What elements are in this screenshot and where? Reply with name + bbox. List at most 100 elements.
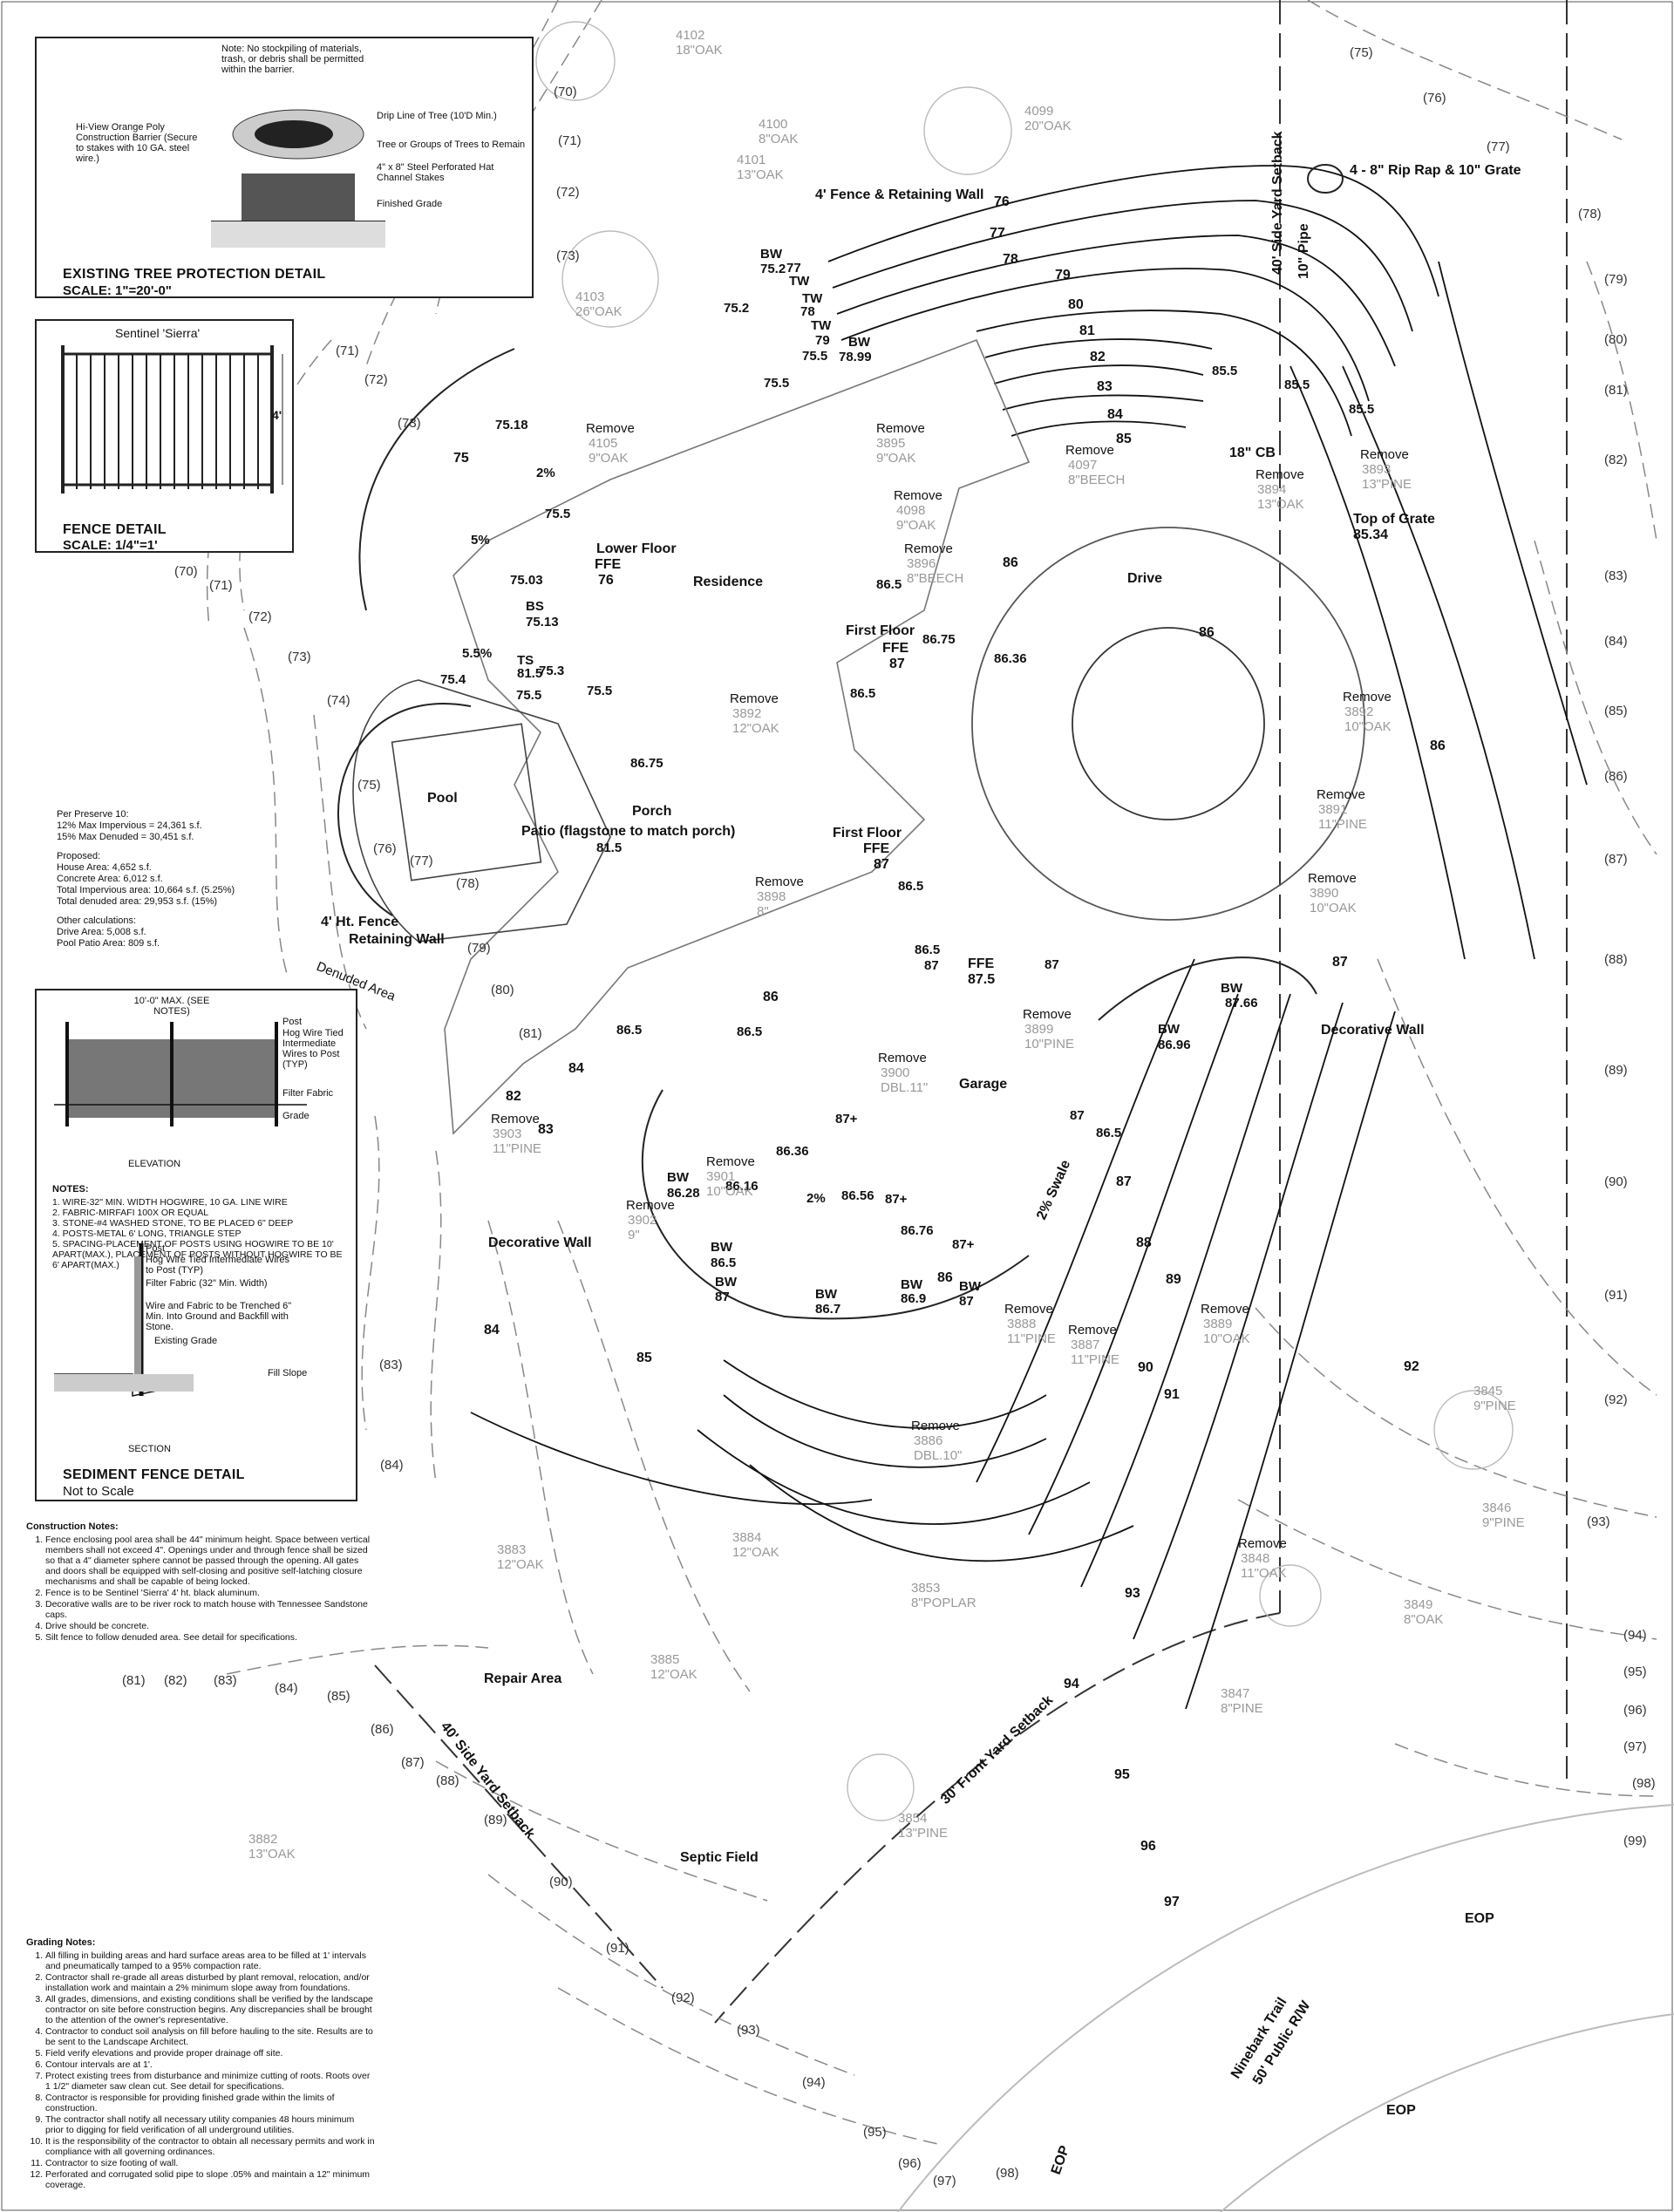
sediment-notes-title: NOTES: — [52, 1184, 89, 1194]
svg-text:75.5: 75.5 — [516, 688, 541, 703]
svg-text:3848: 3848 — [1241, 1551, 1269, 1566]
sediment-detail-title: SEDIMENT FENCE DETAIL — [63, 1467, 245, 1482]
svg-text:BW: BW — [1221, 981, 1243, 996]
sediment-elevation-drawing — [54, 1022, 307, 1126]
svg-text:BW: BW — [715, 1275, 738, 1290]
svg-text:(97): (97) — [933, 2174, 956, 2188]
calc-concrete-area: Concrete Area: 6,012 s.f. — [57, 874, 163, 884]
svg-text:(72): (72) — [556, 185, 580, 200]
svg-text:Remove: Remove — [911, 1419, 960, 1433]
svg-text:(82): (82) — [164, 1673, 187, 1688]
residence-outline — [444, 338, 1031, 1135]
svg-text:8"OAK: 8"OAK — [759, 132, 798, 146]
svg-text:8"PINE: 8"PINE — [1221, 1701, 1263, 1716]
sediment-section-fill: Fill Slope — [268, 1368, 308, 1378]
svg-text:87+: 87+ — [885, 1192, 908, 1207]
existing-contours — [206, 0, 1657, 2146]
svg-text:(93): (93) — [1587, 1514, 1610, 1529]
svg-text:(75): (75) — [1350, 45, 1373, 60]
label-eop-2: EOP — [1049, 2143, 1073, 2176]
sediment-note-3: 3. STONE-#4 WASHED STONE, TO BE PLACED 6… — [52, 1218, 294, 1229]
svg-text:(79): (79) — [1604, 272, 1628, 287]
svg-text:78: 78 — [1003, 252, 1018, 267]
svg-text:BW: BW — [901, 1277, 923, 1292]
label-first-ffe-2: FFE — [863, 841, 890, 856]
svg-text:9"OAK: 9"OAK — [896, 518, 936, 533]
svg-text:12"OAK: 12"OAK — [650, 1667, 698, 1682]
svg-text:(81): (81) — [1604, 383, 1628, 398]
sediment-label-post: Post — [282, 1017, 303, 1027]
road-eop-north — [897, 1804, 1674, 2212]
svg-text:(92): (92) — [671, 1991, 695, 2005]
svg-text:8"BEECH: 8"BEECH — [1068, 473, 1125, 487]
grading-notes: Grading Notes: All filling in building a… — [26, 1937, 375, 2191]
svg-text:12"OAK: 12"OAK — [497, 1557, 544, 1572]
sediment-section-title: SECTION — [128, 1444, 171, 1454]
svg-text:Remove: Remove — [1343, 690, 1392, 704]
svg-text:86.56: 86.56 — [841, 1188, 874, 1203]
svg-text:(96): (96) — [898, 2156, 922, 2171]
svg-text:9"PINE: 9"PINE — [1482, 1515, 1525, 1530]
svg-text:Remove: Remove — [1317, 787, 1365, 802]
svg-text:10"OAK: 10"OAK — [1203, 1331, 1250, 1346]
svg-text:75.5: 75.5 — [802, 349, 827, 364]
svg-text:BW: BW — [959, 1279, 982, 1294]
svg-text:3845: 3845 — [1473, 1384, 1502, 1399]
svg-text:(78): (78) — [1578, 207, 1602, 221]
svg-text:BW: BW — [667, 1170, 690, 1185]
decorative-wall-east — [1098, 956, 1317, 1021]
svg-text:10"OAK: 10"OAK — [1344, 719, 1392, 734]
grading-note-3: All grades, dimensions, and existing con… — [45, 1994, 375, 2025]
svg-text:3849: 3849 — [1404, 1597, 1432, 1612]
svg-text:3846: 3846 — [1482, 1501, 1511, 1515]
label-catch-basin: 18" CB — [1229, 446, 1276, 460]
calc-proposed-title: Proposed: — [57, 851, 101, 861]
svg-text:75.03: 75.03 — [510, 573, 543, 588]
svg-text:12"OAK: 12"OAK — [732, 1545, 779, 1560]
svg-text:(89): (89) — [1604, 1063, 1628, 1078]
sediment-note-2: 2. FABRIC-MIRFAFI 100X OR EQUAL — [52, 1208, 209, 1218]
svg-text:TS: TS — [517, 653, 534, 668]
svg-text:(90): (90) — [1604, 1174, 1628, 1189]
tree-protection-barrier-label: Hi-View Orange Poly Construction Barrier… — [76, 122, 198, 164]
svg-text:87: 87 — [1116, 1174, 1132, 1189]
existing-contour-numbers: (75)(76)(77) (78)(79)(80) (81)(82)(83) (… — [122, 45, 1656, 2188]
svg-text:86.36: 86.36 — [994, 651, 1027, 666]
svg-text:11"PINE: 11"PINE — [493, 1141, 541, 1156]
svg-text:3883: 3883 — [497, 1542, 526, 1557]
svg-text:86.75: 86.75 — [922, 632, 956, 647]
svg-text:DBL.11": DBL.11" — [881, 1080, 928, 1095]
svg-text:12"OAK: 12"OAK — [732, 721, 779, 736]
svg-text:(76): (76) — [373, 841, 397, 856]
svg-text:(73): (73) — [556, 248, 580, 263]
svg-text:75.5: 75.5 — [764, 376, 789, 391]
label-first-ffe-2-value: 87 — [874, 857, 889, 872]
svg-text:75.2: 75.2 — [760, 262, 786, 276]
tree-protection-drawing — [211, 109, 385, 248]
drive-turnaround — [971, 527, 1365, 921]
label-top-of-grate-value: 85.34 — [1353, 527, 1388, 542]
svg-text:5.5%: 5.5% — [462, 646, 492, 661]
svg-text:(80): (80) — [491, 983, 514, 997]
svg-text:(91): (91) — [606, 1941, 629, 1956]
sediment-section-post: Post — [146, 1243, 166, 1254]
svg-text:(94): (94) — [802, 2075, 826, 2090]
svg-text:81.5: 81.5 — [596, 841, 622, 855]
svg-text:Remove: Remove — [878, 1051, 927, 1065]
calc-preserve-impervious: 12% Max Impervious = 24,361 s.f. — [57, 820, 202, 831]
svg-text:(97): (97) — [1623, 1739, 1647, 1754]
svg-text:(83): (83) — [1604, 568, 1628, 583]
road-eop-south — [1220, 2013, 1674, 2212]
svg-text:8"BEECH: 8"BEECH — [907, 571, 963, 586]
svg-text:3901: 3901 — [706, 1169, 735, 1184]
label-pipe: 10" Pipe — [1296, 223, 1311, 279]
label-fence-height: 4' Ht. Fence — [321, 915, 398, 929]
svg-text:89: 89 — [1166, 1272, 1181, 1287]
svg-text:(84): (84) — [1604, 634, 1628, 649]
svg-text:(88): (88) — [1604, 952, 1628, 967]
svg-text:86.5: 86.5 — [1096, 1126, 1121, 1140]
construction-note-4: Drive should be concrete. — [45, 1621, 375, 1631]
svg-text:(79): (79) — [467, 941, 491, 956]
label-lower-ffe-value: 76 — [598, 573, 614, 588]
